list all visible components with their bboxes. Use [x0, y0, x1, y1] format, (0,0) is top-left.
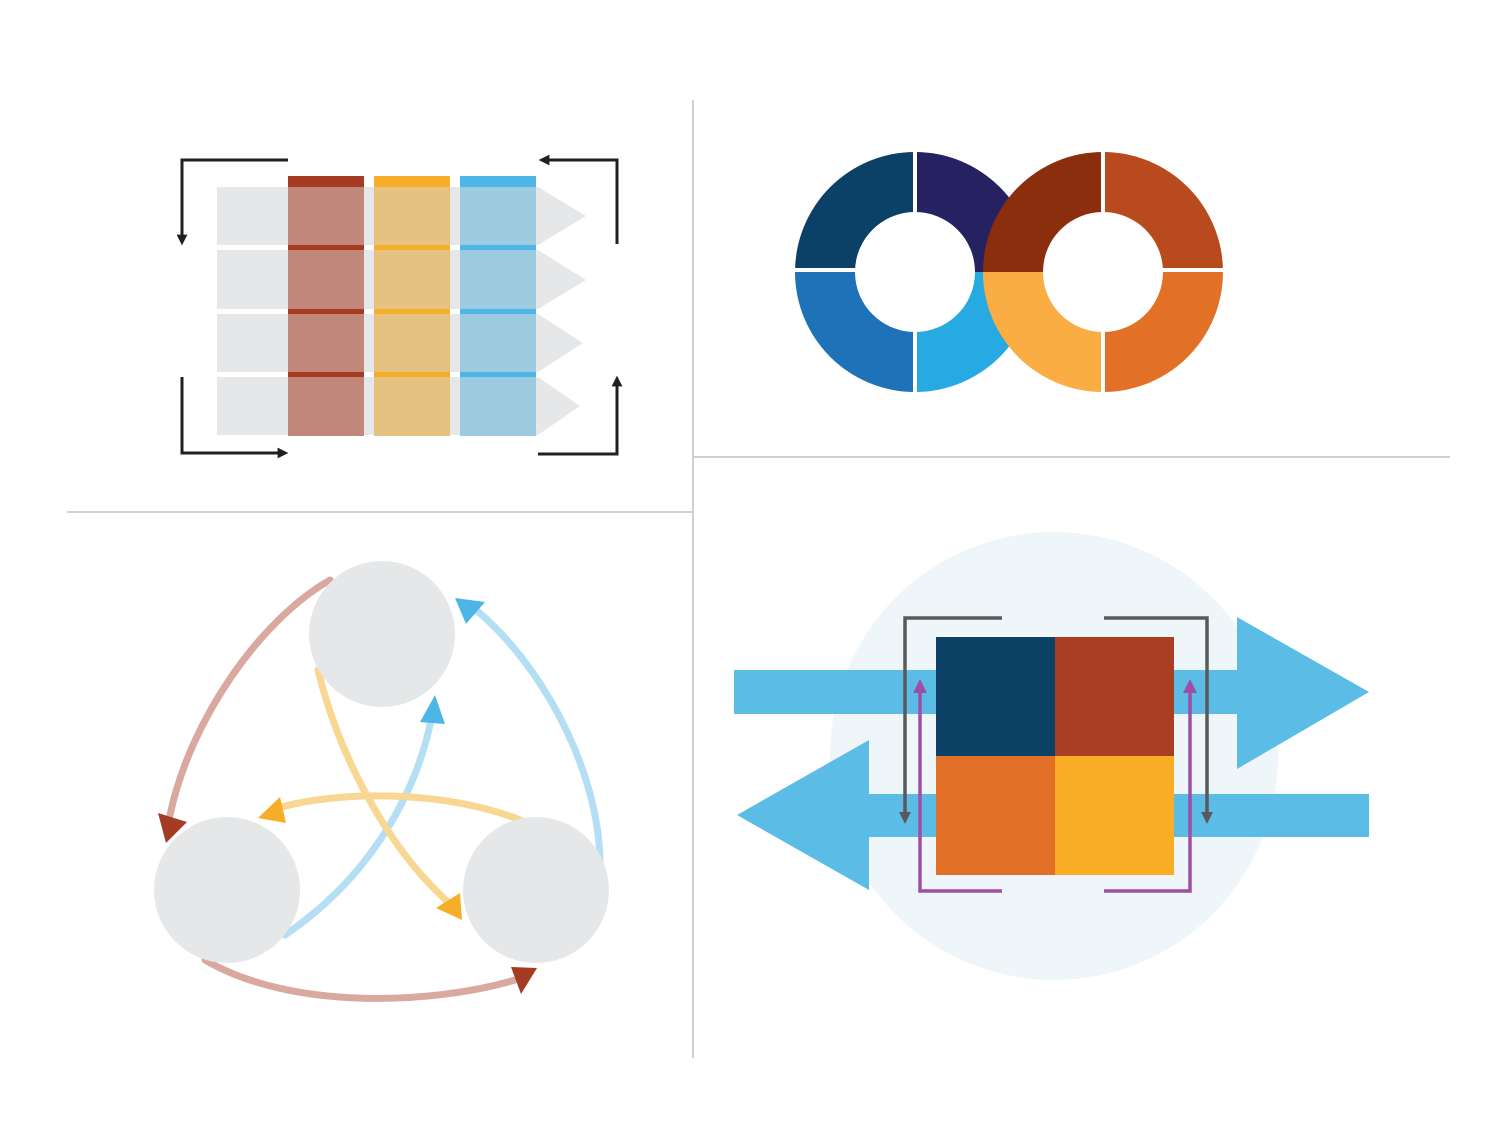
- amber-arrowhead-right: [436, 893, 462, 920]
- amber-arrowhead-left: [258, 797, 286, 823]
- slate-bracket-left: [899, 616, 1002, 824]
- sky-column-sep-3: [460, 372, 536, 377]
- right-ring: [983, 152, 1223, 392]
- sky-arc-right-to-top: [466, 601, 604, 869]
- rust-arc-left-to-right: [201, 956, 519, 1002]
- rust-arc-top-to-left: [166, 576, 334, 819]
- right-ring-top-right-segment: [1103, 152, 1223, 272]
- infinity-loop-diagram: [793, 150, 1225, 394]
- amber-column-body: [374, 176, 450, 436]
- sky-arrowhead-top: [455, 598, 485, 624]
- corner-arrow-bottom-left: [180, 377, 289, 459]
- rust-arrowhead-right: [511, 967, 537, 994]
- right-ring-bottom-right-segment: [1103, 272, 1223, 392]
- right-ring-top-left-segment: [983, 152, 1103, 272]
- sky-column-sep-2: [460, 309, 536, 314]
- sky-column-cap: [460, 176, 536, 187]
- rust-column-sep-1: [288, 245, 364, 250]
- rust-column-cap: [288, 176, 364, 187]
- rust-column-body: [288, 176, 364, 436]
- quadrant-bottom-right: [1055, 756, 1174, 875]
- cycle-node-left: [154, 817, 300, 963]
- cycle-node-right: [463, 817, 609, 963]
- cycle-arcs: [166, 576, 604, 1002]
- right-ring-bottom-left-segment: [983, 272, 1103, 392]
- rust-column: [288, 176, 364, 436]
- corner-arrow-top-right: [538, 154, 619, 244]
- slate-bracket-right: [1104, 616, 1213, 824]
- slate-bracket-arrows: [899, 616, 1213, 824]
- sky-column: [460, 176, 536, 436]
- sky-column-body: [460, 176, 536, 436]
- quadrant-bottom-left: [936, 756, 1055, 875]
- left-ring-top-left-segment: [795, 152, 915, 272]
- amber-arc-right-to-left: [274, 792, 529, 826]
- amber-column-cap: [374, 176, 450, 187]
- amber-column: [374, 176, 450, 436]
- corner-arrow-top-left: [176, 158, 288, 246]
- quadrant-matrix: [936, 637, 1174, 875]
- rust-column-sep-3: [288, 372, 364, 377]
- corner-arrows: [176, 154, 623, 459]
- purple-bracket-right: [1104, 679, 1197, 893]
- panel-dividers: [67, 100, 1450, 1058]
- cycle-node-top: [309, 561, 455, 707]
- cycle-nodes: [154, 561, 609, 963]
- stacked-columns-diagram: [176, 154, 623, 459]
- sky-column-sep-1: [460, 245, 536, 250]
- cycle-arrowheads: [158, 598, 537, 994]
- rust-arrowhead-left: [158, 813, 187, 843]
- rust-column-sep-2: [288, 309, 364, 314]
- quadrant-top-left: [936, 637, 1055, 756]
- amber-column-sep-2: [374, 309, 450, 314]
- quadrant-exchange-diagram: [734, 532, 1369, 980]
- quadrant-top-right: [1055, 637, 1174, 756]
- purple-bracket-arrows: [913, 679, 1197, 893]
- left-ring-bottom-left-segment: [795, 272, 915, 392]
- corner-arrow-bottom-right: [538, 375, 623, 456]
- sky-arrowhead-middle: [420, 695, 445, 724]
- amber-column-sep-1: [374, 245, 450, 250]
- amber-column-sep-3: [374, 372, 450, 377]
- sky-arc-left-to-top: [281, 711, 436, 939]
- amber-arc-top-to-right: [314, 666, 452, 906]
- ring-gaps: [793, 150, 1225, 394]
- purple-bracket-left: [913, 679, 1002, 893]
- three-node-cycle-diagram: [154, 561, 609, 1002]
